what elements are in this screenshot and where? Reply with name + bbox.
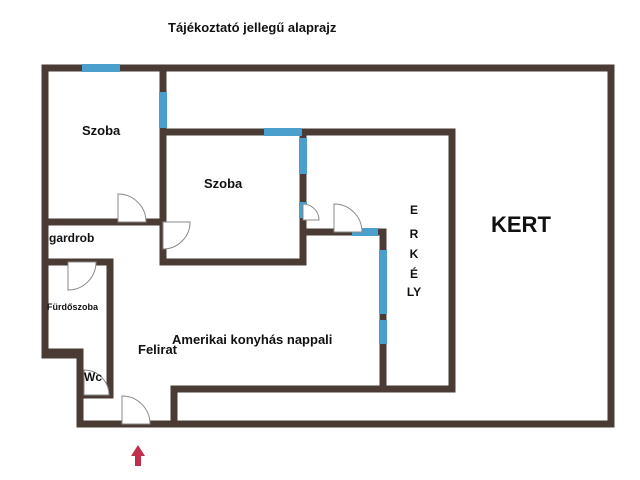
wall-szoba2-top: [159, 128, 456, 390]
label-gardrob: gardrob: [49, 231, 94, 245]
door-szoba2-small: [302, 203, 320, 221]
doors: [67, 193, 363, 425]
plan-title: Tájékoztató jellegű alaprajz: [168, 20, 337, 35]
label-szoba-1: Szoba: [82, 123, 121, 138]
erkely-letter: E: [410, 203, 418, 217]
walls: [41, 64, 615, 428]
label-szoba-2: Szoba: [204, 176, 243, 191]
door-wc: [83, 369, 110, 396]
door-entrance: [121, 395, 151, 425]
label-felirat: Felirat: [138, 342, 178, 357]
window-szoba1-top: [82, 64, 120, 72]
door-nappali-erkely: [333, 203, 363, 233]
door-szoba2: [162, 221, 191, 250]
label-wc: Wc: [84, 370, 102, 384]
window-szoba2-top: [264, 128, 302, 136]
label-kert: KERT: [491, 212, 551, 237]
window-szoba1-side: [159, 92, 167, 128]
erkely-letter: LY: [407, 285, 421, 299]
outer-wall: [41, 64, 615, 428]
door-szoba1: [117, 193, 147, 223]
label-furdoszoba: Fürdőszoba: [47, 302, 99, 312]
entrance-arrow-icon: [131, 445, 145, 466]
wall-erkely-left: [299, 228, 387, 390]
window-nappali-2: [379, 250, 387, 314]
label-erkely: E R K É LY: [407, 203, 421, 299]
erkely-letter: É: [410, 266, 418, 281]
window-nappali-1: [352, 228, 378, 236]
label-nappali: Amerikai konyhás nappali: [172, 332, 332, 347]
window-szoba2-side: [299, 138, 307, 174]
wall-erkely-bottom: [170, 385, 456, 428]
erkely-letter: R: [410, 227, 419, 241]
window-nappali-3: [379, 320, 387, 344]
erkely-letter: K: [410, 247, 419, 261]
door-gardrob: [67, 261, 97, 291]
